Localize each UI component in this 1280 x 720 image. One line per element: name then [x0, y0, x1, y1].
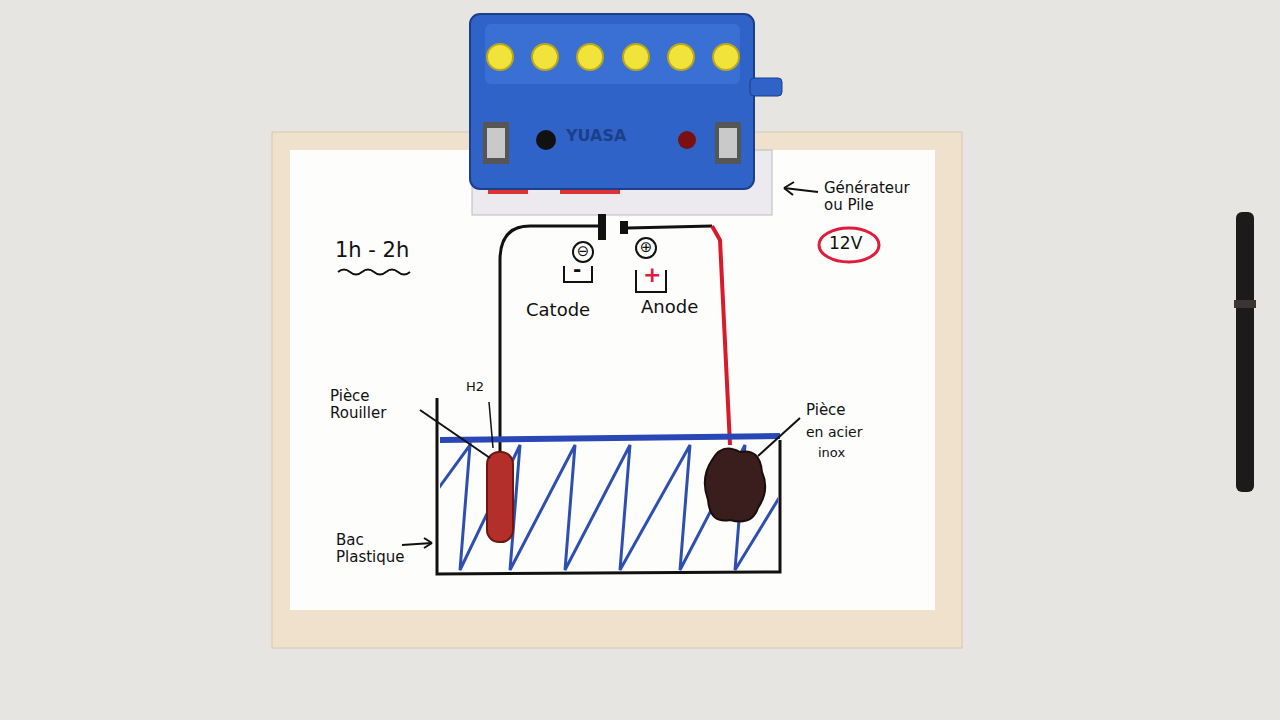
polarity-sign: -: [573, 258, 581, 281]
gas-label: H2: [466, 380, 484, 395]
electrode-label: Catode: [526, 300, 590, 321]
part-label: Pièce Rouiller: [330, 388, 410, 423]
leader-line: [489, 402, 493, 448]
leader-line: [420, 410, 490, 458]
tank: [430, 398, 790, 574]
part-label: Pièce: [806, 402, 846, 419]
paper: [290, 150, 935, 610]
electrode-label: Anode: [641, 297, 698, 318]
leader-head: [424, 538, 432, 548]
pointer-head: [784, 182, 794, 195]
pen-band: [1234, 300, 1256, 308]
highlight-ellipse: [819, 228, 879, 262]
cell-short-plate: [620, 221, 628, 234]
sign-circle: [636, 238, 656, 258]
board: [272, 132, 962, 648]
part-label: inox: [818, 446, 845, 461]
cell-long-plate: [598, 214, 606, 240]
part-label: en acier: [806, 424, 862, 440]
voltage-label: 12V: [829, 234, 862, 254]
rusty-piece: [487, 452, 513, 542]
pen: [1236, 212, 1254, 492]
duration-note: 1h - 2h: [335, 238, 409, 262]
polarity-sign: +: [643, 262, 661, 287]
sacrificial-piece: [705, 448, 765, 521]
underline-squiggle: [338, 270, 410, 275]
wire: [628, 226, 712, 228]
brand-label: YUASA: [566, 127, 626, 145]
sign-symbol: ⊕: [640, 239, 653, 256]
generator-label: Générateur ou Pile: [824, 180, 924, 215]
red-wire: [712, 226, 730, 445]
battery: [470, 14, 782, 215]
leader-line: [758, 418, 800, 456]
part-label: Bac Plastique: [336, 532, 406, 567]
black-wire: [500, 226, 598, 460]
